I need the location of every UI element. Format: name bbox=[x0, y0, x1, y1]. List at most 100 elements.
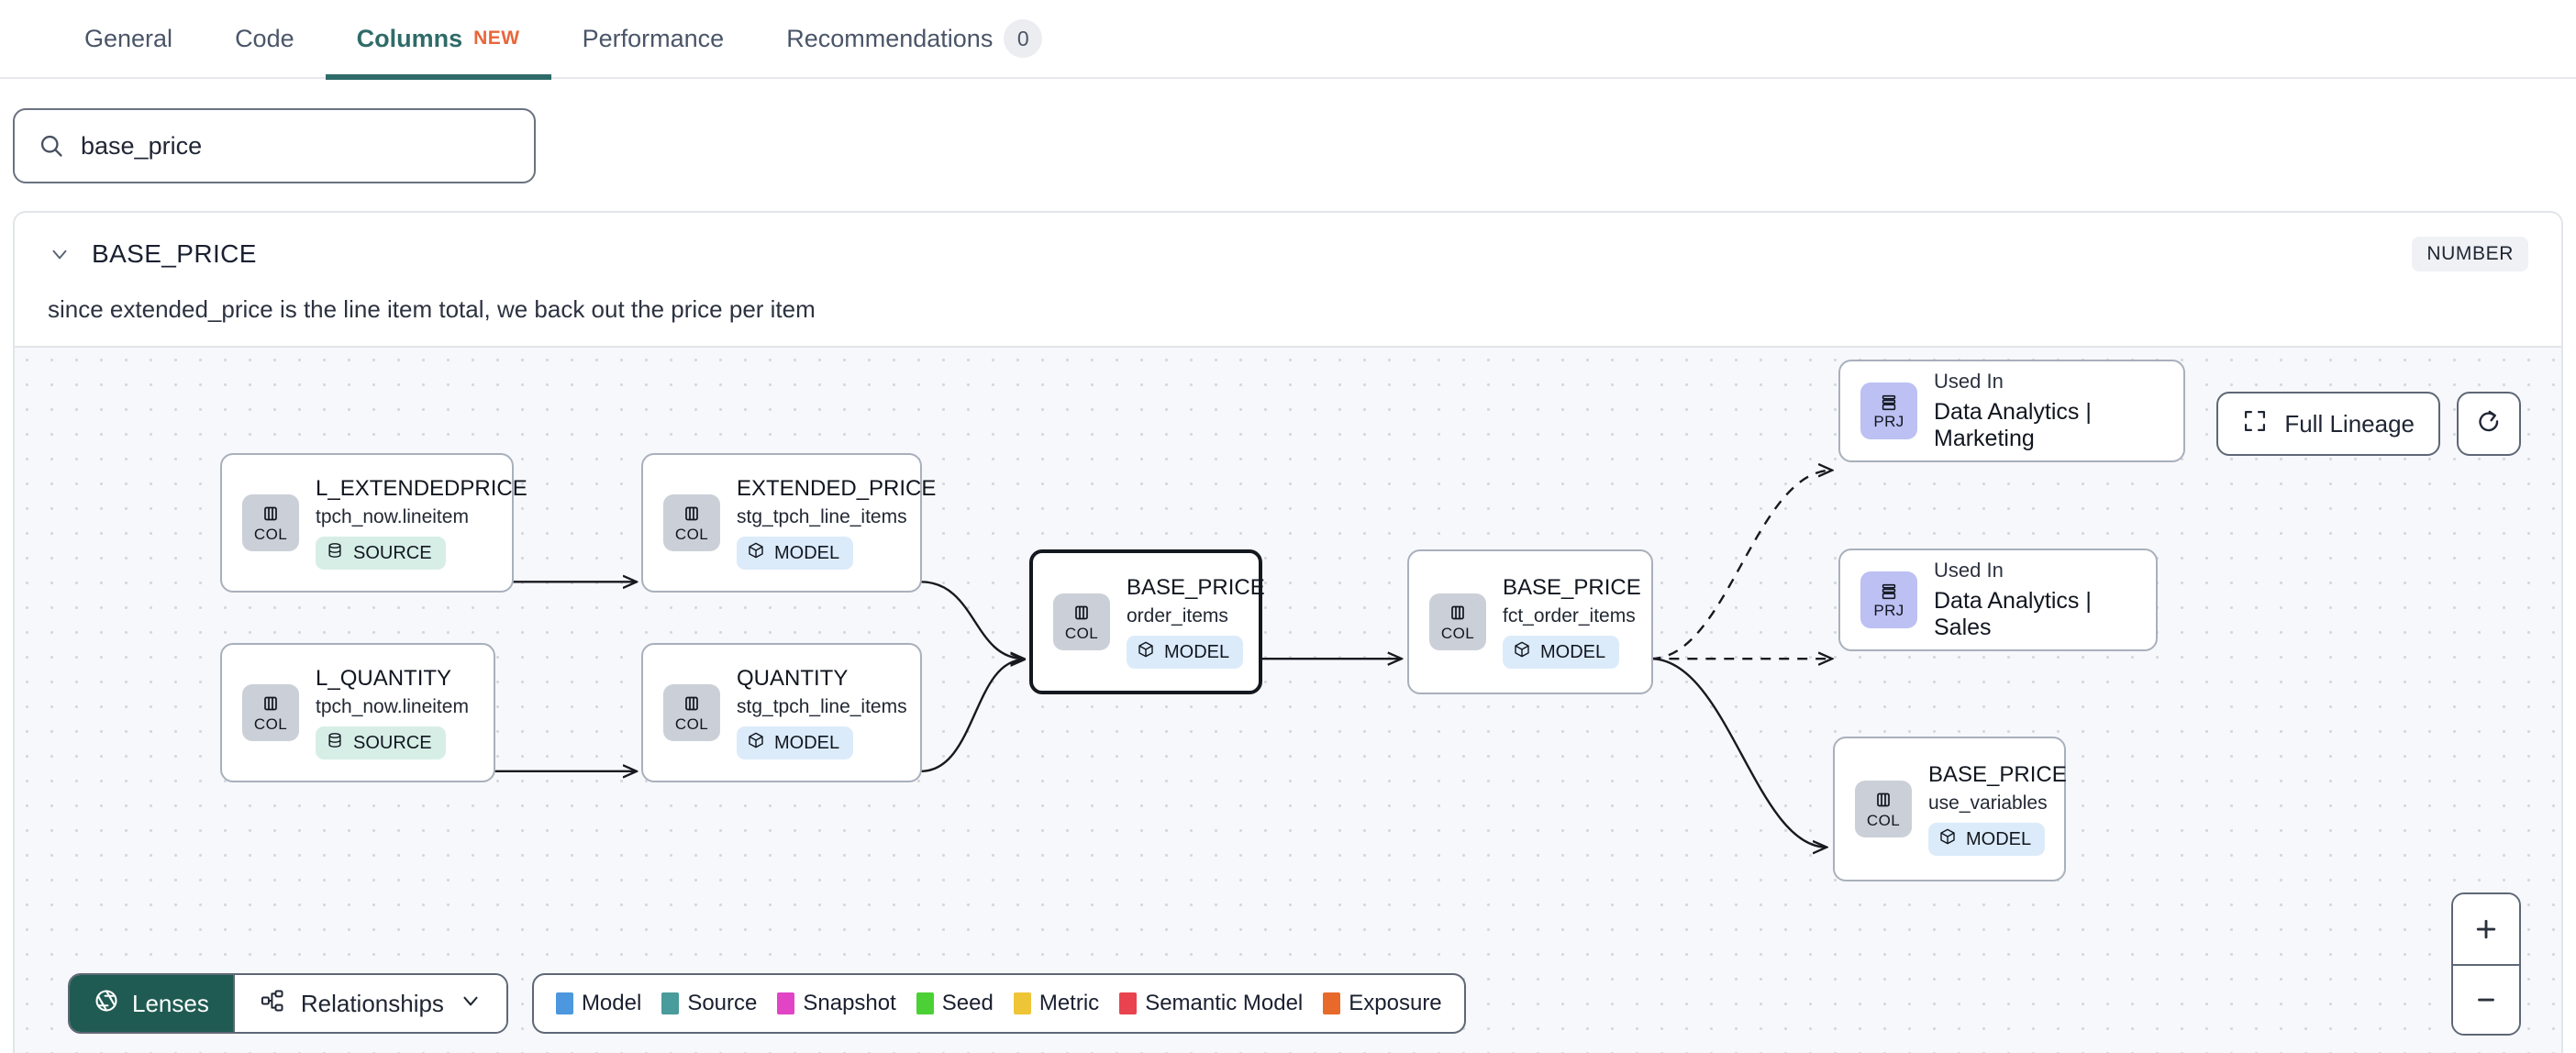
legend-swatch bbox=[1119, 992, 1138, 1014]
lineage-legend: Model Source Snapshot Seed Metric bbox=[531, 973, 1466, 1034]
lineage-node-base-price-fct-order-items[interactable]: COL BASE_PRICE fct_order_items MODEL bbox=[1407, 549, 1653, 694]
lineage-node-l-extendedprice[interactable]: COL L_EXTENDEDPRICE tpch_now.lineitem SO… bbox=[220, 453, 527, 593]
node-type-pill: SOURCE bbox=[316, 537, 446, 570]
col-badge-icon: COL bbox=[1429, 593, 1486, 650]
legend-item-snapshot: Snapshot bbox=[777, 991, 896, 1016]
prj-badge-icon: PRJ bbox=[1860, 382, 1917, 439]
col-badge-label: COL bbox=[253, 526, 288, 543]
column-detail-card: BASE_PRICE NUMBER since extended_price i… bbox=[13, 211, 2563, 1053]
node-type-pill: MODEL bbox=[737, 726, 854, 759]
col-badge-label: COL bbox=[674, 715, 709, 733]
tab-label: Code bbox=[235, 24, 294, 52]
node-subtitle: use_variables bbox=[1928, 793, 2048, 814]
node-title: BASE_PRICE bbox=[1503, 575, 1641, 600]
node-pill-label: SOURCE bbox=[353, 732, 432, 753]
database-icon bbox=[326, 541, 344, 565]
legend-item-seed: Seed bbox=[916, 991, 994, 1016]
legend-label: Source bbox=[687, 991, 758, 1015]
legend-swatch bbox=[661, 992, 680, 1014]
new-badge: NEW bbox=[473, 28, 520, 49]
node-type-pill: MODEL bbox=[1928, 823, 2046, 856]
lenses-relationships-group: Lenses Relationships bbox=[68, 973, 508, 1034]
legend-label: Semantic Model bbox=[1145, 991, 1304, 1015]
prj-badge-label: PRJ bbox=[1873, 602, 1904, 619]
cube-icon bbox=[1513, 640, 1531, 664]
lineage-canvas[interactable]: COL L_EXTENDEDPRICE tpch_now.lineitem SO… bbox=[15, 346, 2561, 1053]
legend-label: Exposure bbox=[1349, 991, 1442, 1015]
prj-badge-label: PRJ bbox=[1873, 413, 1904, 430]
node-subtitle: fct_order_items bbox=[1503, 605, 1636, 626]
col-badge-icon: COL bbox=[663, 684, 720, 741]
recommendations-count-badge: 0 bbox=[1004, 19, 1043, 58]
tab-label: Recommendations bbox=[786, 24, 994, 52]
search-input[interactable] bbox=[81, 131, 510, 161]
cube-icon bbox=[747, 541, 765, 565]
legend-label: Model bbox=[581, 991, 642, 1015]
refresh-button[interactable] bbox=[2457, 392, 2521, 456]
node-pill-label: MODEL bbox=[774, 732, 840, 753]
col-badge-icon: COL bbox=[1053, 593, 1110, 650]
node-title: L_EXTENDEDPRICE bbox=[316, 476, 527, 501]
tab-general[interactable]: General bbox=[53, 0, 204, 78]
full-lineage-button[interactable]: Full Lineage bbox=[2216, 392, 2440, 456]
legend-swatch bbox=[1323, 992, 1341, 1014]
relationships-dropdown[interactable]: Relationships bbox=[232, 975, 506, 1032]
node-kicker: Used In bbox=[1934, 559, 2004, 582]
canvas-bottom-toolbar: Lenses Relationships bbox=[68, 973, 1466, 1034]
zoom-controls bbox=[2451, 892, 2521, 1036]
column-header: BASE_PRICE NUMBER bbox=[15, 213, 2561, 272]
cube-icon bbox=[1137, 640, 1155, 664]
col-badge-label: COL bbox=[1866, 812, 1901, 829]
col-badge-icon: COL bbox=[242, 494, 299, 551]
col-badge-label: COL bbox=[1064, 625, 1099, 642]
lineage-node-project-sales[interactable]: PRJ Used In Data Analytics | Sales bbox=[1838, 549, 2158, 651]
node-subtitle: tpch_now.lineitem bbox=[316, 506, 469, 527]
lineage-node-l-quantity[interactable]: COL L_QUANTITY tpch_now.lineitem SOURCE bbox=[220, 643, 495, 782]
tab-columns[interactable]: Columns NEW bbox=[325, 0, 551, 80]
lineage-edges bbox=[494, 348, 2561, 1053]
lineage-node-base-price-order-items[interactable]: COL BASE_PRICE order_items MODEL bbox=[1029, 549, 1265, 694]
node-subtitle: stg_tpch_line_items bbox=[737, 696, 907, 717]
chevron-down-icon[interactable] bbox=[48, 242, 72, 266]
col-badge-label: COL bbox=[253, 715, 288, 733]
search-icon bbox=[39, 133, 64, 159]
lineage-node-base-price-use-variables[interactable]: COL BASE_PRICE use_variables MODEL bbox=[1833, 737, 2067, 881]
node-subtitle: tpch_now.lineitem bbox=[316, 696, 469, 717]
node-subtitle: order_items bbox=[1127, 605, 1228, 626]
legend-item-semantic-model: Semantic Model bbox=[1119, 991, 1303, 1016]
zoom-out-button[interactable] bbox=[2453, 964, 2519, 1034]
node-pill-label: SOURCE bbox=[353, 542, 432, 563]
tab-label: General bbox=[84, 24, 173, 52]
tab-code[interactable]: Code bbox=[204, 0, 326, 78]
zoom-in-button[interactable] bbox=[2453, 894, 2519, 964]
legend-swatch bbox=[555, 992, 573, 1014]
lenses-button[interactable]: Lenses bbox=[70, 975, 233, 1032]
node-pill-label: MODEL bbox=[1164, 641, 1230, 662]
search-box[interactable] bbox=[13, 108, 536, 183]
relationships-label: Relationships bbox=[300, 989, 444, 1017]
canvas-top-controls: Full Lineage bbox=[2216, 392, 2521, 456]
col-badge-icon: COL bbox=[242, 684, 299, 741]
tab-recommendations[interactable]: Recommendations 0 bbox=[755, 0, 1073, 78]
lineage-node-quantity[interactable]: COL QUANTITY stg_tpch_line_items MODEL bbox=[641, 643, 922, 782]
node-title: QUANTITY bbox=[737, 666, 849, 691]
node-subtitle: stg_tpch_line_items bbox=[737, 506, 907, 527]
legend-swatch bbox=[1013, 992, 1031, 1014]
tab-performance[interactable]: Performance bbox=[551, 0, 756, 78]
node-pill-label: MODEL bbox=[1966, 828, 2032, 849]
hierarchy-icon bbox=[259, 988, 286, 1020]
node-title: L_QUANTITY bbox=[316, 666, 452, 691]
node-type-pill: SOURCE bbox=[316, 726, 446, 759]
tab-label: Performance bbox=[582, 24, 725, 52]
column-type-badge: NUMBER bbox=[2412, 237, 2528, 272]
legend-label: Metric bbox=[1038, 991, 1100, 1015]
lenses-label: Lenses bbox=[132, 989, 209, 1017]
lineage-node-extended-price[interactable]: COL EXTENDED_PRICE stg_tpch_line_items M… bbox=[641, 453, 936, 593]
lineage-node-project-marketing[interactable]: PRJ Used In Data Analytics | Marketing bbox=[1838, 360, 2185, 462]
search-area bbox=[0, 79, 2576, 211]
cube-icon bbox=[1938, 827, 1957, 851]
node-title: BASE_PRICE bbox=[1928, 762, 2067, 787]
legend-item-source: Source bbox=[661, 991, 757, 1016]
node-type-pill: MODEL bbox=[1127, 636, 1244, 669]
node-type-pill: MODEL bbox=[737, 537, 854, 570]
